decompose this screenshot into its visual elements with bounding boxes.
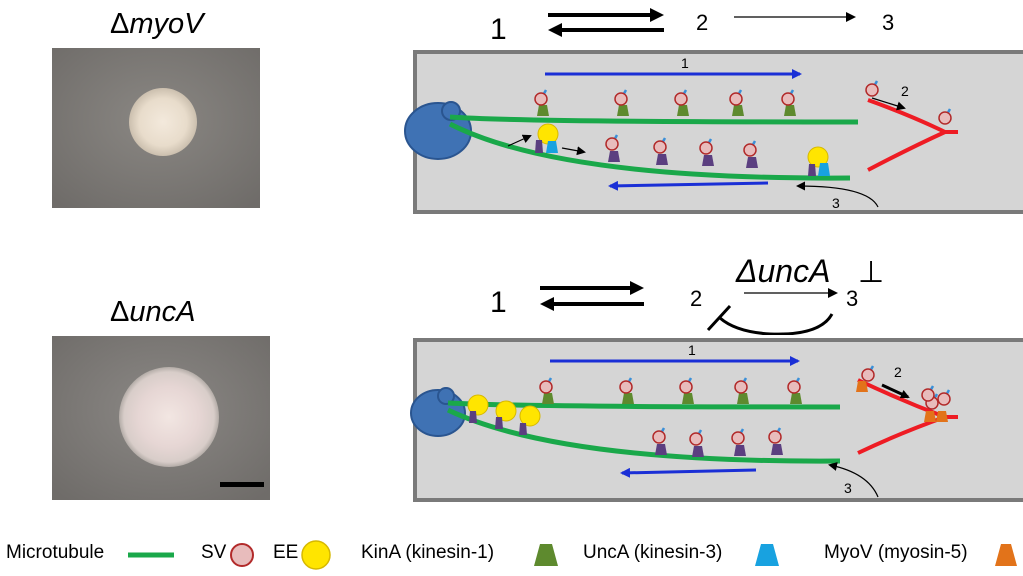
myov-mutant-label: ΔmyoV [110, 8, 204, 41]
arrow-3-label: 3 [832, 195, 840, 211]
legend-kina-label: KinA (kinesin-1) [361, 542, 495, 563]
colony-large [119, 367, 219, 467]
delta-symbol: Δ [110, 8, 130, 40]
legend-myov-icon [995, 544, 1017, 566]
delta-symbol: Δ [110, 296, 130, 328]
unca-hypha-diagram: 1 2 3 [410, 338, 1023, 502]
legend: Microtubule SV EE KinA (kinesin-1) UncA … [0, 536, 1023, 576]
ee-dynein-unca-complex [535, 123, 559, 153]
ee-movement-arrow-left [507, 134, 532, 147]
reversible-arrow [548, 8, 664, 37]
legend-microtubule-swatch [128, 552, 174, 558]
gene-name: myoV [129, 8, 204, 40]
microtubule-lower [446, 407, 841, 464]
arrow-2-label: 2 [901, 83, 909, 99]
unca-mutant-label: ΔuncA [110, 296, 195, 329]
spindle-pole-body [437, 387, 455, 405]
actin-cable [857, 415, 946, 455]
step-2-label: 2 [690, 286, 702, 311]
reversible-arrow [540, 281, 644, 311]
microtubule-lower [448, 121, 851, 181]
hypha-outline [413, 50, 1023, 214]
legend-myov-label: MyoV (myosin-5) [824, 542, 968, 563]
recycling-arrow [828, 462, 879, 498]
delivery-arrow [881, 383, 910, 399]
step-1-label: 1 [490, 286, 507, 319]
step-3-label: 3 [846, 286, 858, 311]
legend-unca-label: UncA (kinesin-3) [583, 542, 723, 563]
step-2-label: 2 [696, 10, 708, 35]
legend-ee-label: EE [273, 542, 299, 563]
microtubule-upper [449, 114, 859, 125]
actin-cable [867, 130, 946, 172]
gene-name: uncA [129, 296, 196, 328]
block-label: ΔuncA [735, 253, 830, 289]
retrograde-transport-arrow [608, 180, 769, 191]
myov-colony-image [52, 48, 260, 208]
delivery-arrow [871, 97, 906, 111]
myov-pathway-scheme: 1 2 3 [490, 8, 894, 46]
actin-cable [867, 98, 946, 134]
myov-colony-photo [52, 48, 260, 208]
unca-colony-image [52, 336, 270, 500]
unca-pathway-scheme: ΔuncA ⊥ 1 2 3 [490, 253, 884, 335]
arrow-2-label: 2 [894, 364, 902, 380]
legend-kina-icon [534, 544, 558, 566]
forward-arrow [734, 12, 856, 22]
legend-ee-icon [301, 540, 331, 570]
legend-unca-icon [755, 544, 779, 566]
ee-movement-arrow-right [561, 146, 586, 156]
recycling-arrow [796, 181, 879, 208]
block-symbol: ⊥ [858, 256, 884, 289]
ee-dynein-unca-complex [807, 146, 830, 176]
ee-dynein-accumulation [467, 394, 541, 435]
legend-microtubule-label: Microtubule [6, 542, 105, 563]
arrow-3-label: 3 [844, 480, 852, 496]
step-3-label: 3 [882, 10, 894, 35]
legend-sv-icon [230, 543, 254, 567]
arrow-1-label: 1 [688, 342, 696, 358]
retrograde-transport-arrow [620, 467, 757, 478]
arrow-1-label: 1 [681, 55, 689, 71]
colony-small [129, 88, 197, 156]
inhibited-recycling-arc [706, 304, 834, 335]
forward-arrow [744, 288, 838, 298]
step-1-label: 1 [490, 13, 507, 46]
legend-sv-label: SV [201, 542, 227, 563]
unca-colony-photo [52, 336, 270, 500]
myov-hypha-diagram: 1 2 3 [404, 50, 1023, 214]
scale-bar [220, 482, 264, 487]
